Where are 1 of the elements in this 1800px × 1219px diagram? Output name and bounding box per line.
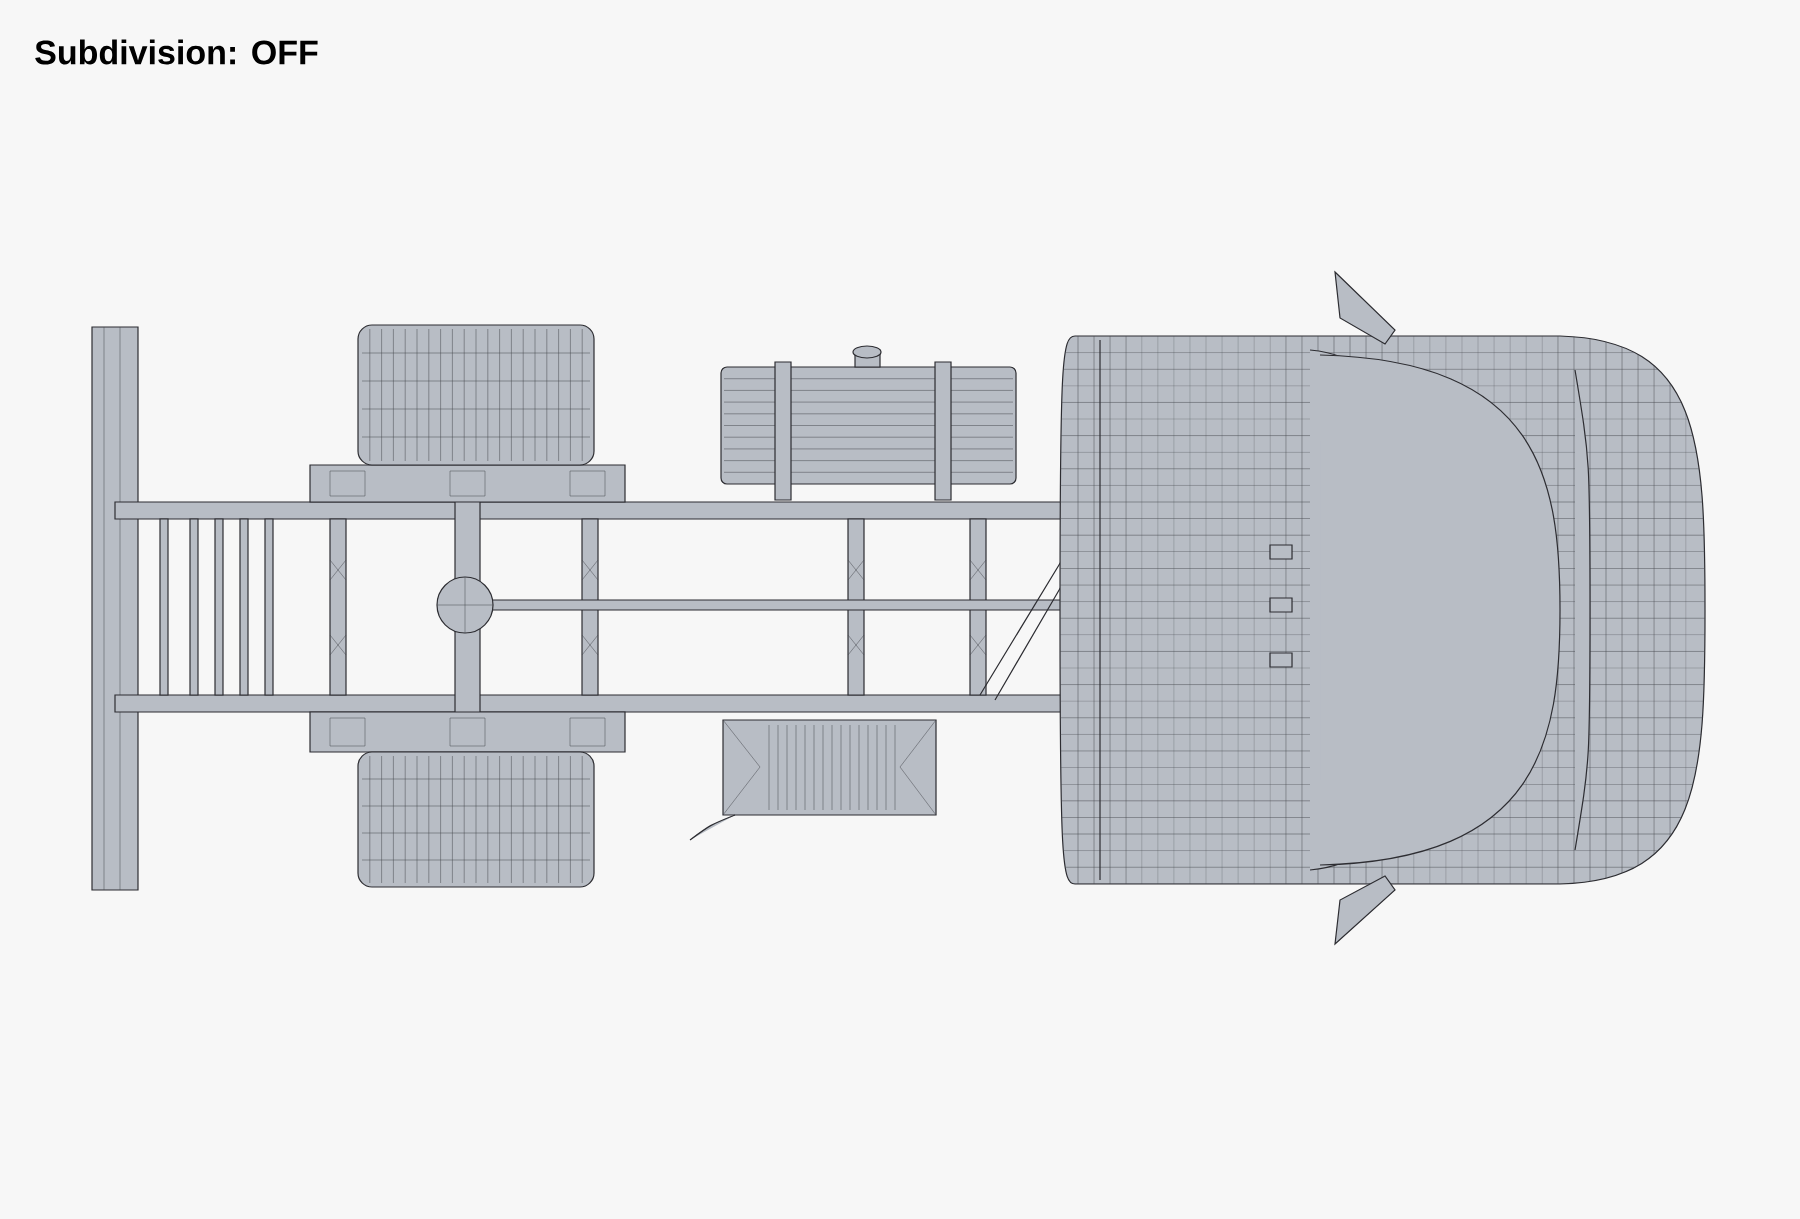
heading: Subdivision: OFF — [35, 39, 318, 65]
